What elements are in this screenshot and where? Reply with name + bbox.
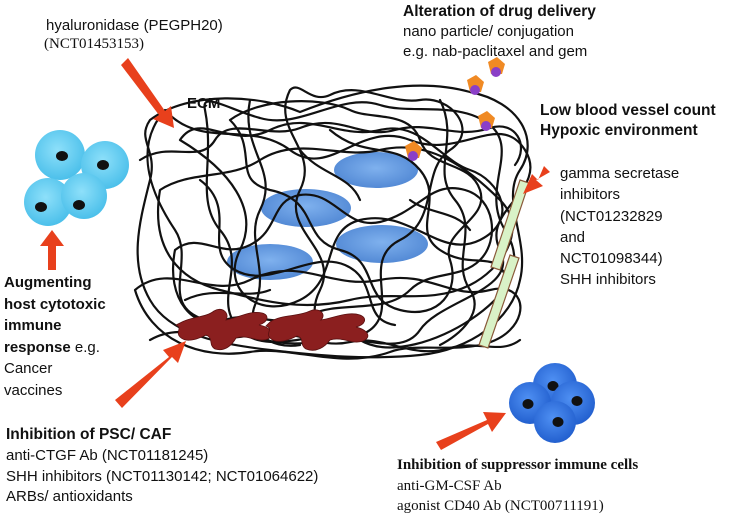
caf-cell: [175, 308, 272, 351]
arrow-psc: [115, 341, 186, 408]
arrow-gamma: [523, 166, 550, 194]
gamma-line: and: [560, 228, 586, 246]
caf-cells: [175, 308, 369, 351]
suppressor-immune-cells: [509, 363, 595, 443]
gamma-line: gamma secretase: [560, 165, 680, 182]
arrow-suppressor: [436, 412, 506, 450]
arrow-hyaluronidase: [121, 58, 174, 128]
suppressor-title: Inhibition of suppressor immune cells: [397, 457, 639, 473]
stellate-cells: [227, 152, 428, 280]
gamma-line: (NCT01232829: [560, 207, 663, 225]
gamma-line: inhibitors: [560, 186, 621, 204]
immune-line: immune: [4, 317, 62, 334]
immune-cell: [35, 130, 85, 180]
hyaluronidase-trial-label: (NCT01453153): [44, 36, 144, 52]
suppressor-line: agonist CD40 Ab (NCT00711191): [397, 498, 604, 514]
hyaluronidase-label: hyaluronidase (PEGPH20): [46, 17, 223, 34]
nanoparticle: [405, 141, 422, 161]
psc-line: SHH inhibitors (NCT01130142; NCT01064622…: [6, 467, 319, 485]
low-vessel-line-1: Low blood vessel count: [540, 102, 716, 119]
immune-response-block: Augmenting host cytotoxic immune respons…: [4, 272, 106, 401]
stellate-cell: [261, 189, 351, 227]
psc-line: anti-CTGF Ab (NCT01181245): [6, 447, 209, 464]
immune-line-mixed: response e.g.: [4, 337, 106, 359]
suppressor-line: anti-GM-CSF Ab: [397, 478, 502, 494]
ecm-label: ECM: [187, 95, 221, 112]
blood-vessel: [490, 179, 530, 271]
nanoparticles: [405, 57, 505, 161]
nanoparticle: [488, 57, 505, 77]
immune-eg: e.g.: [70, 338, 100, 356]
immune-response-word: response: [4, 338, 71, 356]
low-vessel-line-2: Hypoxic environment: [540, 122, 698, 139]
immune-line: host cytotoxic: [4, 295, 106, 313]
caf-cell: [265, 309, 369, 351]
gamma-line: SHH inhibitors: [560, 271, 656, 289]
psc-line: ARBs/ antioxidants: [6, 488, 133, 505]
stellate-cell: [336, 225, 428, 263]
immune-cell: [24, 178, 72, 226]
suppressor-cell: [534, 401, 576, 443]
psc-caf-title: Inhibition of PSC/ CAF: [6, 426, 172, 443]
nanoparticle: [467, 75, 484, 95]
nanoparticle: [478, 111, 495, 131]
suppressor-lines: anti-GM-CSF Ab agonist CD40 Ab (NCT00711…: [397, 476, 604, 516]
gamma-secretase-block: gamma secretase inhibitors (NCT01232829 …: [560, 163, 679, 291]
drug-delivery-title: Alteration of drug delivery: [403, 3, 596, 20]
psc-caf-lines: anti-CTGF Ab (NCT01181245) SHH inhibitor…: [6, 446, 318, 508]
immune-line: Cancer: [4, 360, 53, 377]
blood-vessels: [478, 179, 530, 349]
arrow-immune: [40, 230, 64, 270]
cytotoxic-immune-cells: [24, 130, 129, 226]
gamma-line: NCT01098344): [560, 250, 663, 268]
immune-line: vaccines: [4, 381, 63, 399]
stellate-cell: [334, 152, 418, 188]
drug-delivery-line-2: e.g. nab-paclitaxel and gem: [403, 43, 588, 60]
blood-vessel: [478, 254, 520, 349]
immune-cell: [61, 173, 107, 219]
immune-line: Augmenting: [4, 274, 92, 291]
arrows: [40, 58, 550, 450]
drug-delivery-line-1: nano particle/ conjugation: [403, 23, 574, 40]
